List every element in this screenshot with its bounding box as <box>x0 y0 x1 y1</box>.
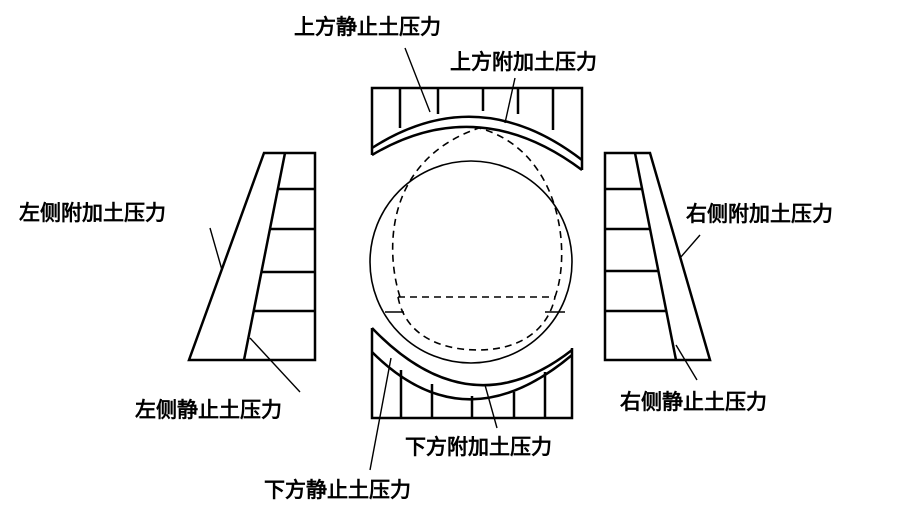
label-left-additional: 左侧附加土压力 <box>19 200 166 225</box>
label-left-static: 左侧静止土压力 <box>135 397 282 422</box>
label-top-static: 上方静止土压力 <box>294 14 441 39</box>
bottom-pressure-block <box>370 327 574 420</box>
label-bottom-static: 下方静止土压力 <box>264 477 411 502</box>
label-right-additional: 右侧附加土压力 <box>686 201 833 226</box>
right-pressure-block <box>603 151 712 362</box>
top-pressure-block <box>370 86 584 172</box>
tunnel-section <box>369 127 573 364</box>
label-top-additional: 上方附加土压力 <box>450 49 597 74</box>
label-bottom-additional: 下方附加土压力 <box>405 434 552 459</box>
tunnel-lining-circle <box>369 160 573 364</box>
left-pressure-block <box>187 151 317 362</box>
leader-lines <box>209 47 701 471</box>
label-right-static: 右侧静止土压力 <box>620 389 767 414</box>
deformed-shape-upper <box>391 127 563 298</box>
